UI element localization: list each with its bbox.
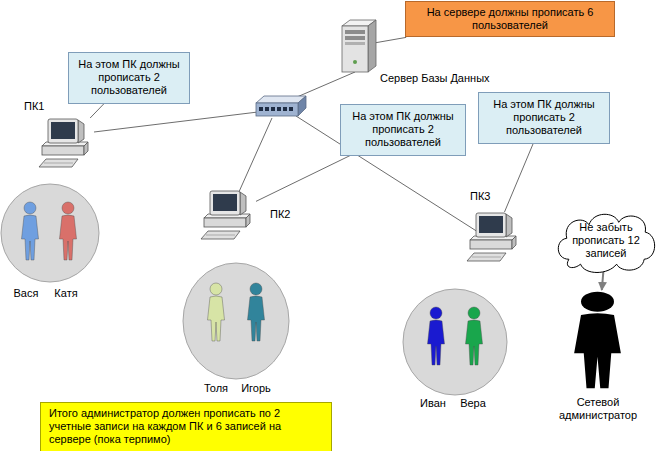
pc-node: ПК2 — [200, 190, 256, 240]
switch-port — [271, 107, 275, 111]
server-front — [342, 26, 368, 72]
node-text: На сервере должны прописать 6 пользовате… — [414, 6, 606, 32]
pc-icon — [39, 119, 88, 167]
group-ellipse-shape — [403, 289, 507, 395]
server-side — [368, 20, 376, 72]
node-label: Иван — [408, 397, 458, 410]
node-label: ПК1 — [24, 100, 44, 113]
node-label: Сервер Базы Данных — [380, 72, 490, 85]
switch-port — [277, 107, 281, 111]
note-box: На сервере должны прописать 6 пользовате… — [405, 1, 615, 37]
cloud-shape — [558, 214, 654, 272]
callout-box: На этом ПК должны прописать 2 пользовате… — [478, 92, 610, 144]
arrow-connector — [602, 272, 604, 290]
switch-port — [265, 107, 269, 111]
person-figure — [428, 307, 445, 365]
node-label: Толя — [190, 382, 242, 395]
person-figure — [466, 307, 483, 365]
person-figure — [248, 283, 265, 341]
group-ellipse — [402, 288, 508, 396]
node-label: ПК3 — [470, 190, 490, 203]
switch-front — [256, 103, 298, 116]
switch-port — [289, 107, 293, 111]
callout-box: На этом ПК должны прописать 2 пользовате… — [340, 104, 466, 156]
leader-line — [90, 104, 104, 118]
node-text: На этом ПК должны прописать 2 пользовате… — [75, 58, 183, 98]
server-bay — [345, 42, 365, 45]
node-label: Игорь — [230, 382, 282, 395]
pc-icon — [467, 213, 516, 261]
node-text: Не забыть прописать 12 записей — [568, 221, 644, 261]
node-text: На этом ПК должны прописать 2 пользовате… — [347, 110, 459, 150]
group-ellipse-shape — [183, 263, 289, 379]
user-group: ВасяКатя — [0, 183, 100, 283]
admin-node: Сетевой администратор — [570, 290, 625, 390]
leader-line — [256, 156, 350, 202]
user-group: ИванВера — [402, 288, 508, 396]
leader-line — [504, 144, 533, 212]
node-label: Катя — [44, 287, 88, 300]
pc-icon — [201, 191, 250, 239]
pc-node: ПК3 — [466, 212, 522, 262]
network-wire — [94, 112, 258, 132]
server-node: Сервер Базы Данных — [338, 20, 376, 72]
server-icon — [342, 20, 376, 72]
switch-port — [259, 107, 263, 111]
network-switch — [256, 96, 306, 116]
node-text: Итого администратор должен прописать по … — [49, 407, 323, 447]
group-ellipse — [0, 183, 100, 283]
admin-figure — [574, 292, 621, 389]
node-label: ПК2 — [270, 208, 290, 221]
person-figure — [208, 283, 225, 341]
switch-top — [256, 96, 306, 103]
callout-box: На этом ПК должны прописать 2 пользовате… — [68, 52, 190, 104]
person-figure — [60, 202, 77, 260]
summary-box: Итого администратор должен прописать по … — [40, 402, 332, 451]
group-ellipse — [182, 262, 290, 380]
node-label: Сетевой администратор — [556, 396, 640, 422]
network-wire — [238, 118, 272, 194]
node-label: Вера — [448, 397, 498, 410]
node-label: Вася — [4, 287, 48, 300]
group-ellipse-shape — [1, 184, 99, 282]
server-bay — [345, 30, 365, 34]
switch-port — [283, 107, 287, 111]
server-led — [353, 60, 357, 64]
leader-line — [376, 37, 406, 42]
user-group: ТоляИгорь — [182, 262, 290, 380]
person-figure — [22, 202, 39, 260]
switch-side — [298, 96, 306, 116]
server-bay — [345, 36, 365, 40]
node-text: На этом ПК должны прописать 2 пользовате… — [485, 98, 603, 138]
pc-node: ПК1 — [38, 118, 94, 168]
thought-cloud: Не забыть прописать 12 записей — [553, 210, 659, 272]
